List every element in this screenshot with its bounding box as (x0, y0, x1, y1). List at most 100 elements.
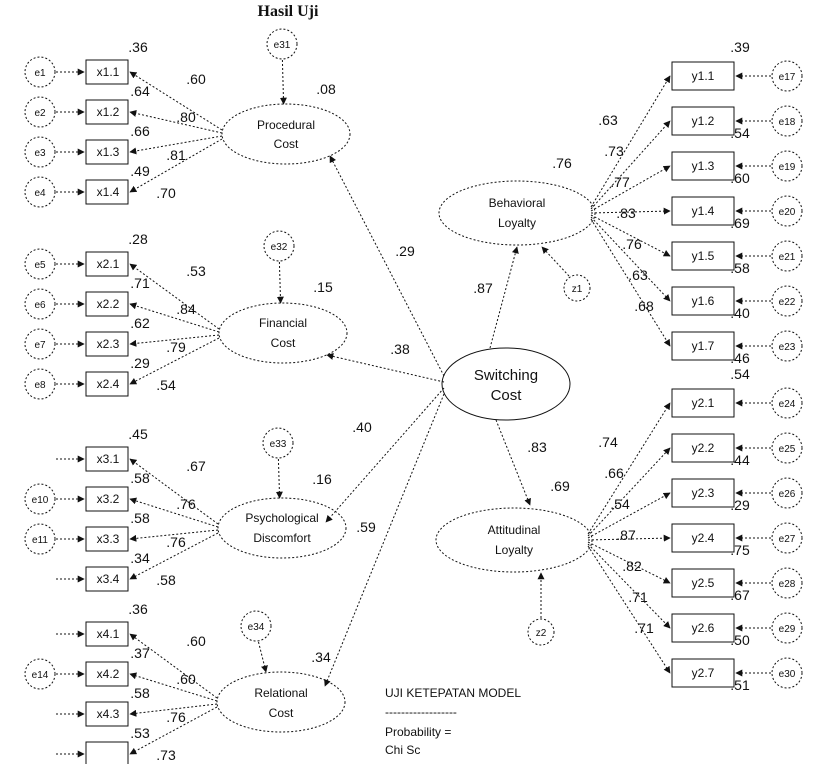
loading-arrow (129, 135, 223, 155)
error-circle (771, 330, 803, 362)
indicator-r2: .37 (130, 645, 150, 661)
indicator-r2: .58 (130, 470, 150, 486)
notes-title: UJI KETEPATAN MODEL (385, 686, 521, 700)
attitudinal-r2-label: .69 (550, 478, 570, 494)
loading-arrow (129, 138, 223, 193)
error-circle (24, 288, 56, 320)
indicator-box (671, 658, 735, 688)
error-label: e1 (34, 68, 46, 79)
error-circle (24, 483, 56, 515)
error-circle (24, 658, 56, 690)
error-label: e28 (779, 579, 796, 590)
indicator-box (85, 331, 129, 357)
notes-divider: ------------------ (385, 705, 457, 719)
procedural-structural-path (329, 155, 445, 377)
indicator-box (671, 106, 735, 136)
notes-chisq: Chi Sc (385, 743, 420, 757)
procedural-r2-label: .08 (316, 81, 336, 97)
loading-coef: .76 (166, 534, 186, 550)
indicator-box (85, 291, 129, 317)
indicator-box (85, 741, 129, 764)
behavioral-label-1: Behavioral (489, 196, 546, 210)
indicator-r2: .36 (128, 39, 148, 55)
relational-r2-label: .34 (311, 649, 331, 665)
loading-arrow (129, 672, 218, 702)
relational-path-coef: .59 (356, 519, 376, 535)
loading-coef: .76 (166, 709, 186, 725)
loading-coef: .84 (176, 301, 196, 317)
error-label: e3 (34, 148, 46, 159)
loading-coef: .83 (616, 205, 636, 221)
loading-coef: .60 (186, 71, 206, 87)
financial-label-2: Cost (271, 336, 296, 350)
financial-r2-label: .15 (313, 279, 333, 295)
loading-arrow (129, 497, 219, 528)
error-label: e10 (32, 495, 49, 506)
error-circle (771, 240, 803, 272)
attitudinal-ellipse (435, 507, 593, 573)
error-circle (771, 60, 803, 92)
financial-structural-path (326, 353, 445, 383)
procedural-ellipse (221, 103, 351, 165)
indicator-r2: .29 (730, 497, 750, 513)
loading-arrow (590, 120, 671, 210)
loading-coef: .54 (156, 377, 176, 393)
indicator-label: x3.4 (97, 572, 120, 586)
indicator-label: x3.2 (97, 492, 120, 506)
indicator-label: x2.4 (97, 377, 120, 391)
loading-arrow (587, 534, 671, 542)
indicator-r2: .34 (130, 550, 150, 566)
loading-coef: .73 (156, 747, 176, 763)
error-circle (771, 195, 803, 227)
loading-arrow (590, 207, 671, 215)
indicator-label: x4.1 (97, 627, 120, 641)
error-label: e20 (779, 207, 796, 218)
indicator-r2: .69 (730, 215, 750, 231)
loading-arrow (587, 402, 671, 535)
behavioral-path-coef: .87 (473, 280, 493, 296)
indicator-box (85, 59, 129, 85)
indicator-label: y1.5 (692, 249, 715, 263)
indicator-r2: .58 (130, 510, 150, 526)
error-circle (24, 248, 56, 280)
psychological-ellipse (217, 497, 347, 559)
indicator-r2: .60 (730, 170, 750, 186)
indicator-label: y1.6 (692, 294, 715, 308)
error-circle (24, 176, 56, 208)
indicator-r2: .54 (730, 366, 750, 382)
loading-arrow (129, 337, 220, 385)
indicator-box (85, 371, 129, 397)
psychological-disturbance-circle (262, 427, 294, 459)
behavioral-disturbance-circle (563, 274, 591, 302)
psychological-structural-path (325, 387, 445, 523)
loading-coef: .87 (616, 527, 636, 543)
psychological-path-coef: .40 (352, 419, 372, 435)
indicator-r2: .46 (730, 350, 750, 366)
error-circle (771, 387, 803, 419)
procedural-label-2: Cost (274, 137, 299, 151)
indicator-r2: .44 (730, 452, 750, 468)
error-label: e21 (779, 252, 796, 263)
error-label: e8 (34, 380, 46, 391)
loading-coef: .81 (166, 147, 186, 163)
procedural-disturbance-arrow (279, 59, 287, 105)
indicator-label: x1.1 (97, 65, 120, 79)
indicator-box (671, 241, 735, 271)
indicator-box (671, 523, 735, 553)
error-circle (24, 328, 56, 360)
indicator-box (85, 486, 129, 512)
error-circle (24, 56, 56, 88)
loading-arrow (129, 706, 218, 755)
indicator-box (85, 621, 129, 647)
relational-label-2: Cost (269, 706, 294, 720)
indicator-label: y2.4 (692, 531, 715, 545)
indicator-box (85, 566, 129, 592)
loading-arrow (590, 218, 671, 347)
error-circle (24, 136, 56, 168)
procedural-disturbance-label: e31 (274, 40, 291, 51)
indicator-box (85, 99, 129, 125)
financial-path-coef: .38 (390, 341, 410, 357)
indicator-label: y1.2 (692, 114, 715, 128)
error-label: e27 (779, 534, 796, 545)
